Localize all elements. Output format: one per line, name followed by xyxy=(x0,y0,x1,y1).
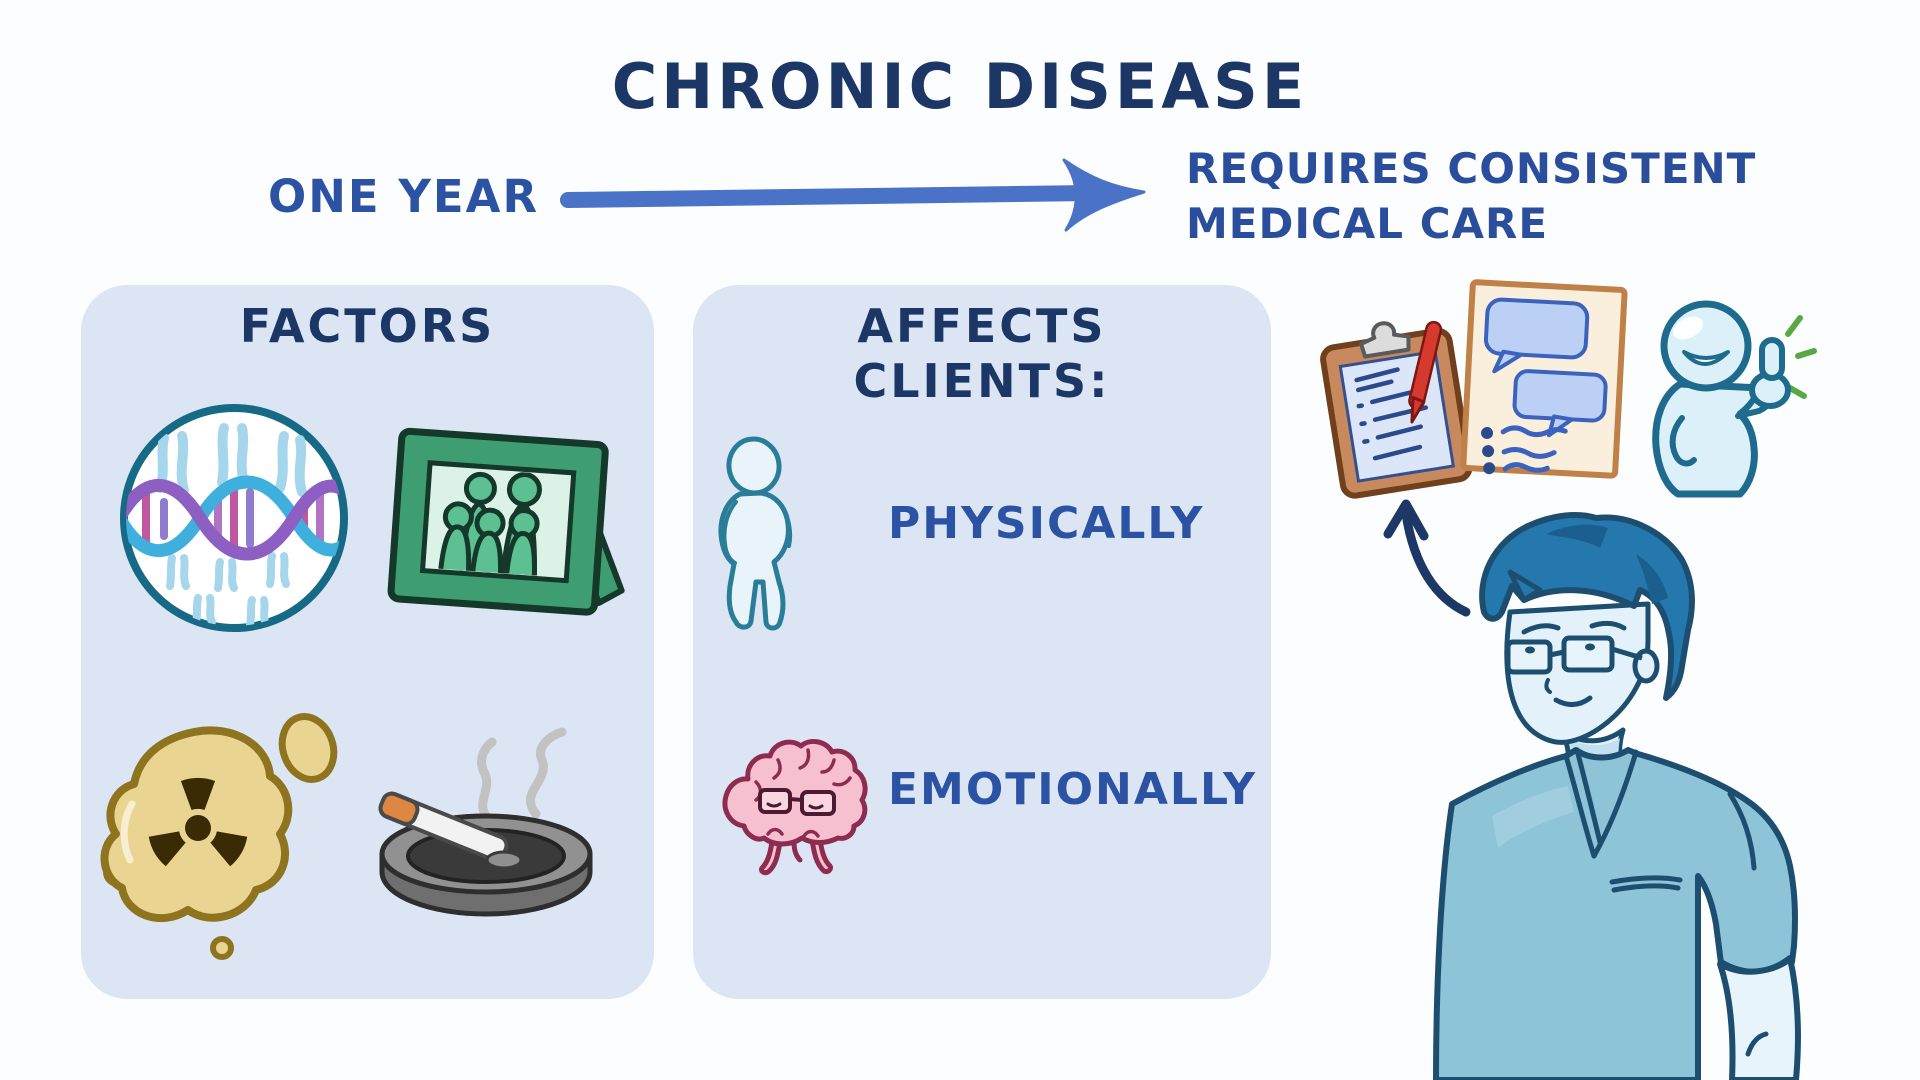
genetics-icon xyxy=(120,404,348,632)
page-title: CHRONIC DISEASE xyxy=(611,50,1309,123)
requires-care-line2: MEDICAL CARE xyxy=(1186,198,1549,248)
communication-document-icon xyxy=(1460,279,1628,479)
radiation-icon xyxy=(100,713,338,960)
affects-heading-line2: CLIENTS: xyxy=(853,354,1111,409)
affects-heading-line1: AFFECTS xyxy=(857,299,1107,353)
timeline-arrow-icon xyxy=(560,158,1146,232)
up-arrow-icon xyxy=(1383,499,1471,617)
nurse-illustration xyxy=(1433,511,1801,1080)
care-plan-clipboard-icon xyxy=(1320,320,1473,499)
emotionally-label: EMOTIONALLY xyxy=(888,764,1257,815)
physically-label: PHYSICALLY xyxy=(888,498,1205,549)
client-body-icon xyxy=(718,436,793,631)
family-photo-icon xyxy=(387,427,625,616)
thumbs-up-client-icon xyxy=(1652,300,1817,498)
sad-brain-icon xyxy=(722,738,868,876)
one-year-label: ONE YEAR xyxy=(268,170,540,223)
requires-care-label: REQUIRES CONSISTENT MEDICAL CARE xyxy=(1186,142,1756,251)
affects-panel xyxy=(693,285,1271,999)
affects-heading: AFFECTS CLIENTS: xyxy=(693,299,1271,409)
requires-care-line1: REQUIRES CONSISTENT xyxy=(1186,144,1757,193)
smoking-icon xyxy=(378,727,593,917)
factors-heading: FACTORS xyxy=(239,299,496,353)
